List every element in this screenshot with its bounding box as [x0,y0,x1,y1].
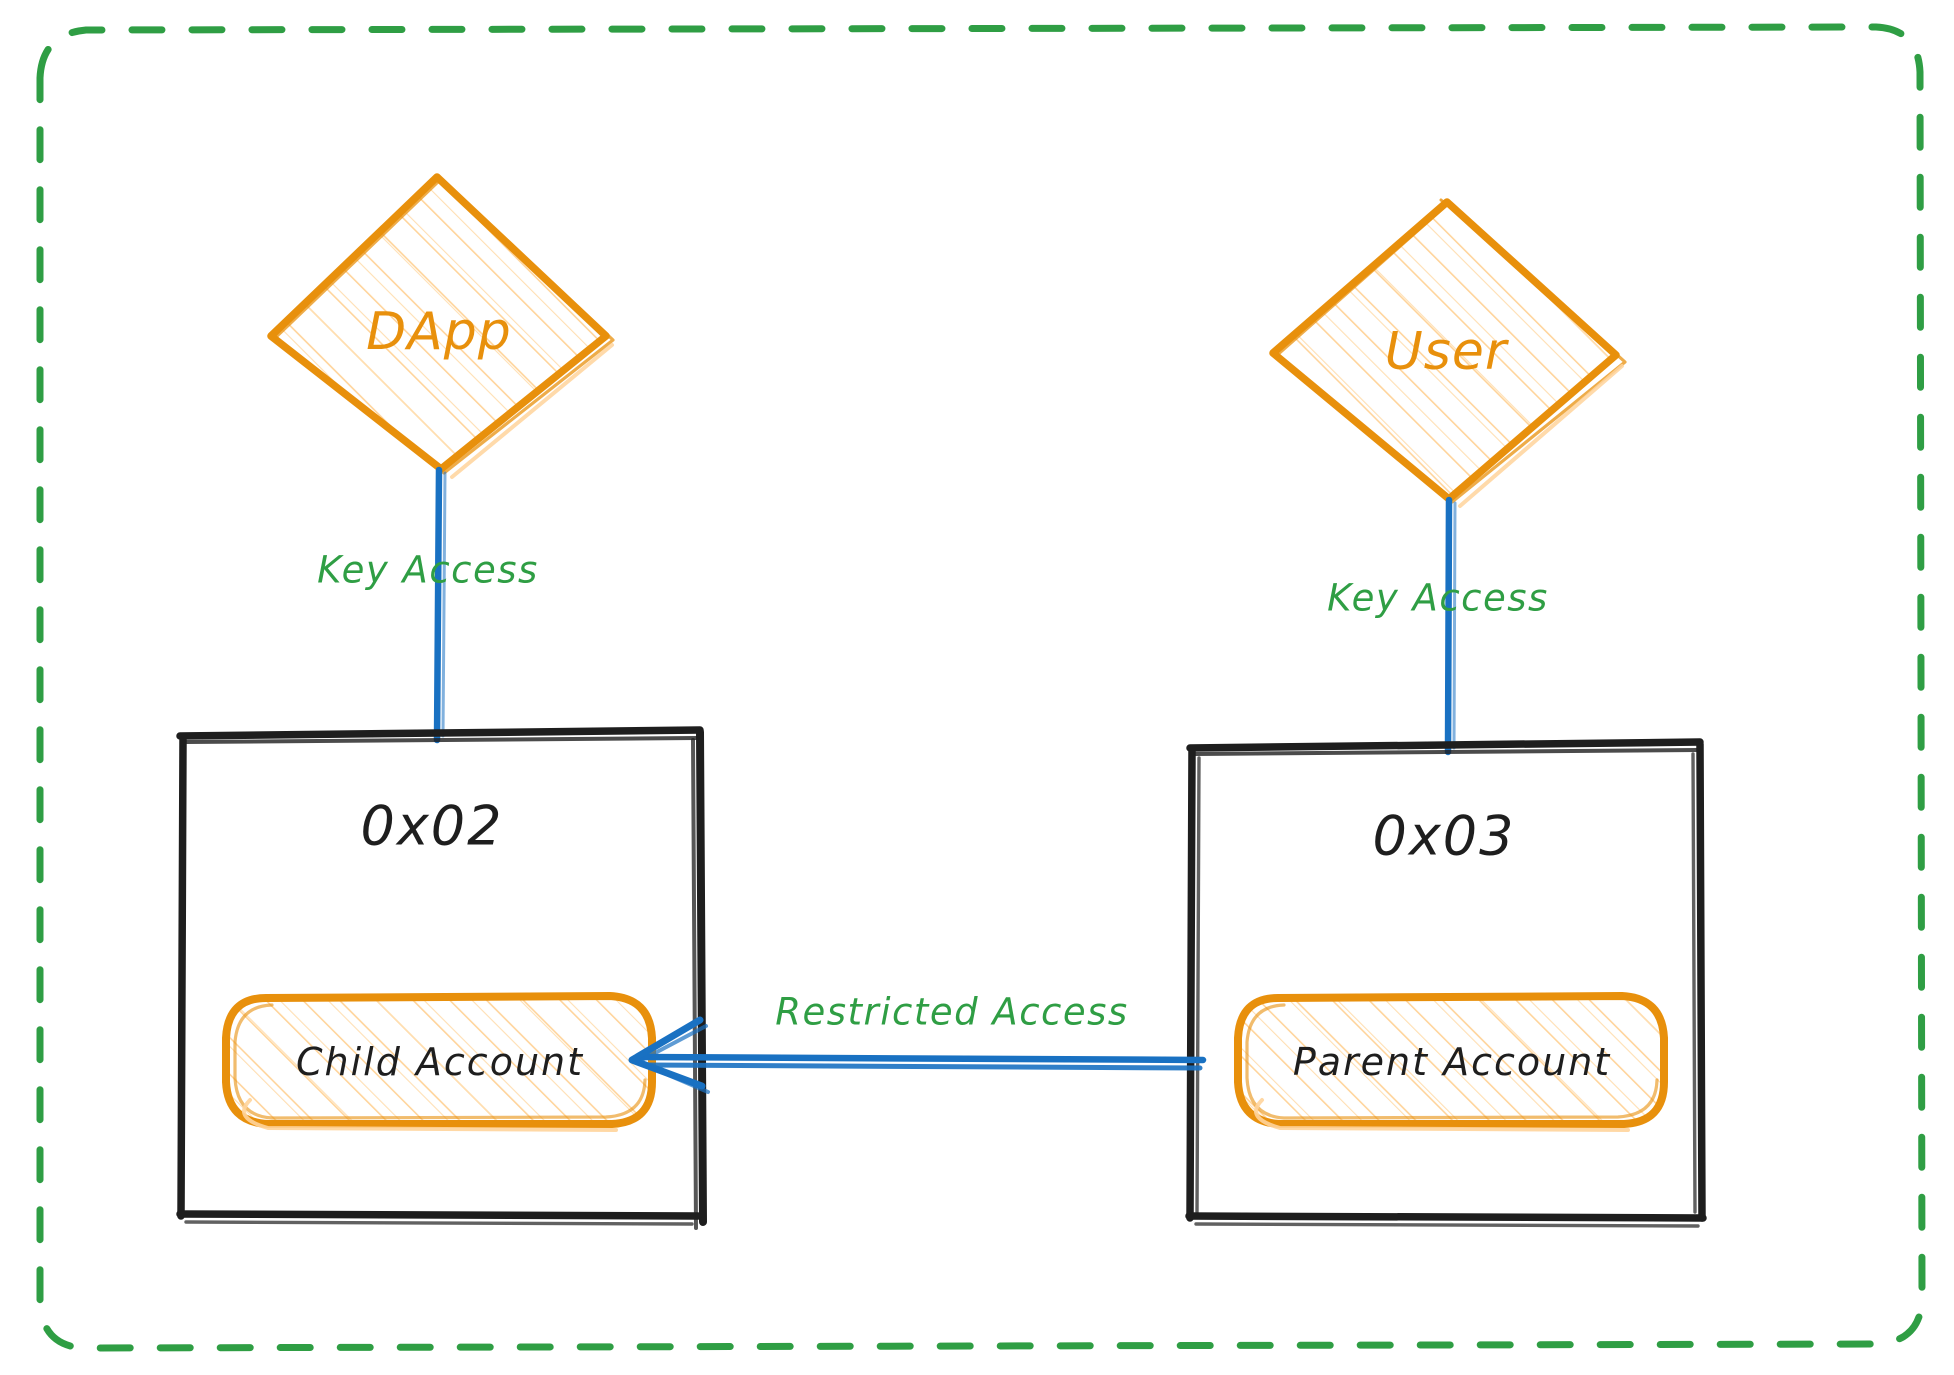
node-account-0x02[interactable] [176,726,707,1230]
node-parent-account[interactable] [1234,992,1668,1132]
node-dapp[interactable] [267,173,615,479]
edge-user-to-parent[interactable] [1444,496,1457,756]
node-account-0x03[interactable] [1185,738,1707,1228]
outer-frame [36,23,1926,1352]
node-user[interactable] [1269,198,1627,508]
edge-parent-to-child[interactable] [628,1016,1207,1094]
edge-dapp-to-child[interactable] [433,466,447,744]
node-child-account[interactable] [222,992,656,1132]
